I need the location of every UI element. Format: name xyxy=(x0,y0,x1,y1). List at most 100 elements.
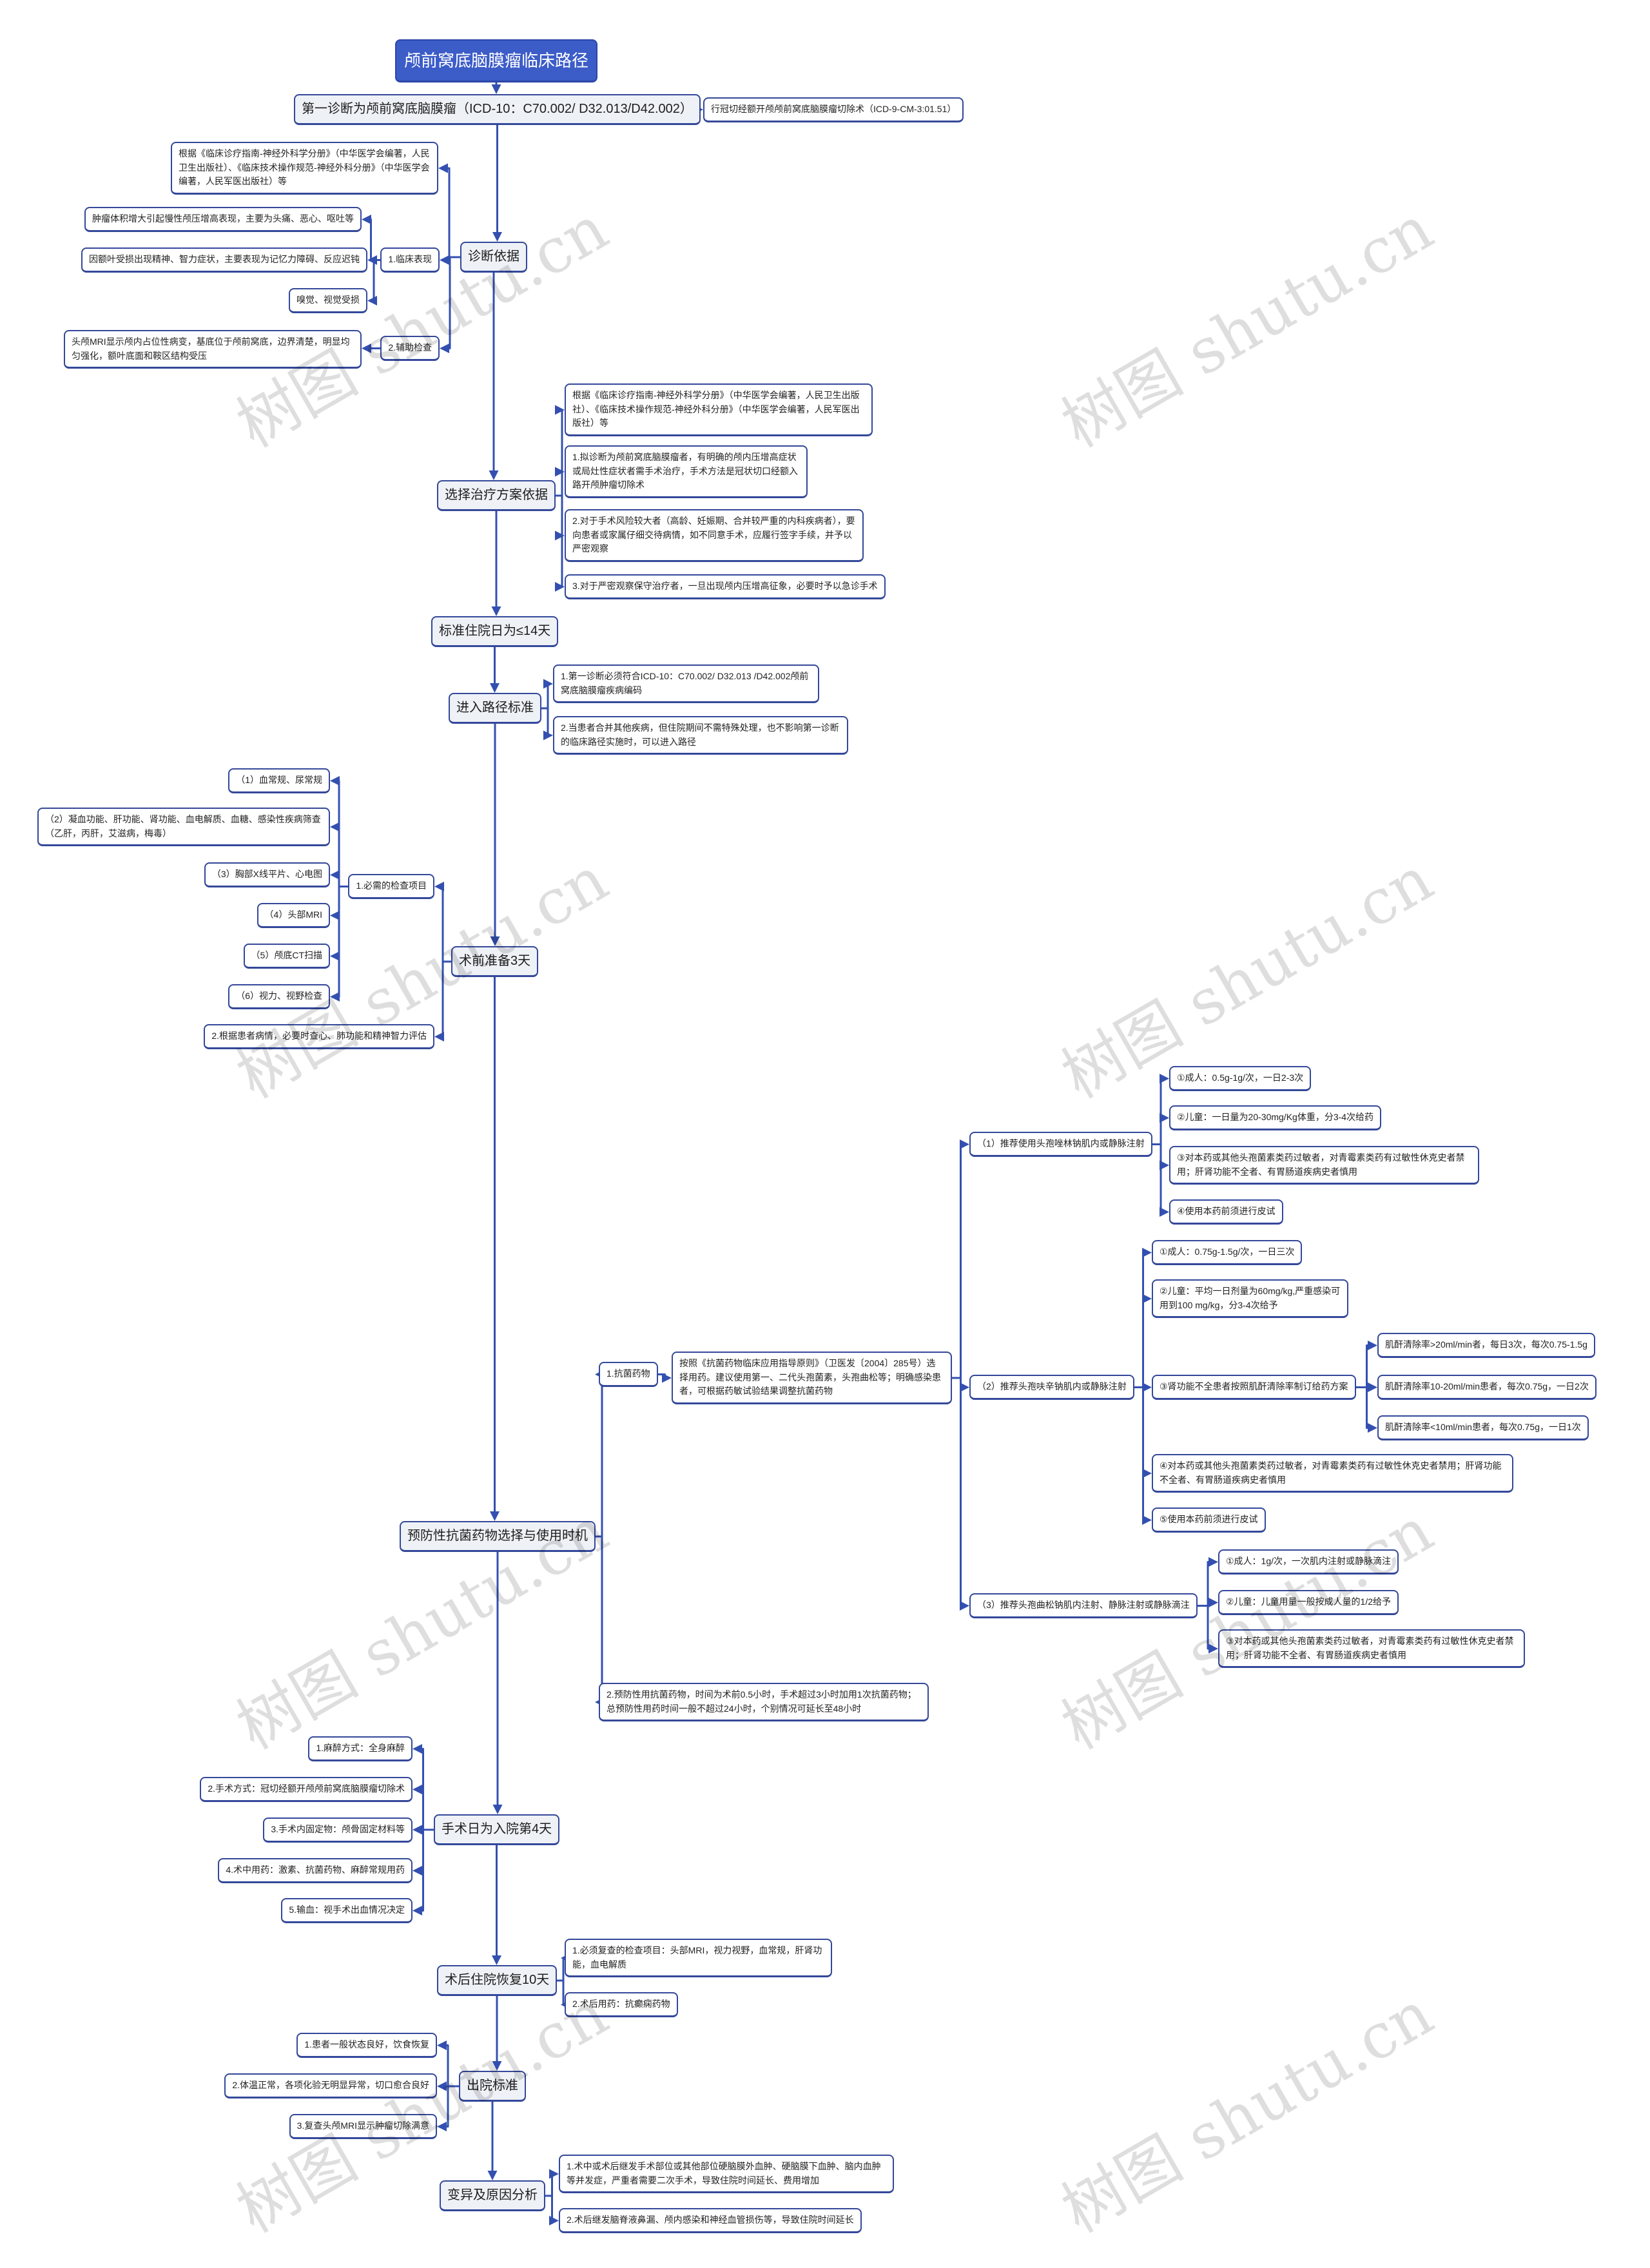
connector-arrow xyxy=(330,886,348,1002)
ceftriaxone-item[interactable]: ③对本药或其他头孢菌素类药过敏者，对青霉素类药有过敏性休克史者禁用；肝肾功能不全… xyxy=(1218,1629,1525,1669)
variation-item[interactable]: 2.术后继发脑脊液鼻漏、颅内感染和神经血管损伤等，导致住院时间延长 xyxy=(559,2208,862,2233)
auxiliary-exam-node[interactable]: 2.辅助检查 xyxy=(380,336,440,361)
diagnosis-reference-node[interactable]: 根据《临床诊疗指南-神经外科学分册》（中华医学会编著，人民卫生出版社）、《临床技… xyxy=(171,142,438,195)
surgery-item[interactable]: 4.术中用药：激素、抗菌药物、麻醉常规用药 xyxy=(218,1858,412,1883)
treatment-basis-item[interactable]: 根据《临床诊疗指南-神经外科学分册》（中华医学会编著，人民卫生出版社）、《临床技… xyxy=(565,383,873,437)
variation-node[interactable]: 变异及原因分析 xyxy=(440,2180,545,2211)
cefuroxime-item[interactable]: ④对本药或其他头孢菌素类药过敏者，对青霉素类药有过敏性休克史者禁用；肝肾功能不全… xyxy=(1152,1454,1513,1493)
connector-arrow xyxy=(1152,1143,1169,1217)
cefuroxime-renal-node[interactable]: ③肾功能不全患者按照肌酐清除率制订给药方案 xyxy=(1152,1375,1356,1400)
surgery-day-node[interactable]: 手术日为入院第4天 xyxy=(434,1814,560,1845)
connector-arrow xyxy=(545,2195,559,2225)
connector-arrow xyxy=(412,1785,434,1831)
connector-arrow xyxy=(1198,1605,1218,1654)
antibiotic-drugs-node[interactable]: 1.抗菌药物 xyxy=(599,1362,658,1387)
surgery-item[interactable]: 5.输血：视手术出血情况决定 xyxy=(281,1898,412,1923)
cefazolin-item[interactable]: ④使用本药前须进行皮试 xyxy=(1169,1199,1283,1225)
connector-arrow xyxy=(555,494,565,592)
surgery-item[interactable]: 2.手术方式：冠切经额开颅颅前窝底脑膜瘤切除术 xyxy=(200,1777,412,1802)
clinical-sign-item[interactable]: 肿瘤体积增大引起慢性颅压增高表现，主要为头痛、恶心、呕吐等 xyxy=(84,207,362,232)
connector-arrow xyxy=(595,1370,605,1538)
antibiotic-timing-node[interactable]: 2.预防性用抗菌药物，时间为术前0.5小时，手术超过3小时加用1次抗菌药物；总预… xyxy=(599,1683,929,1722)
connector-arrow xyxy=(541,679,553,710)
renal-dose-item[interactable]: 肌酐清除率>20ml/min者，每日3次，每次0.75-1.5g xyxy=(1377,1333,1595,1358)
ceftriaxone-node[interactable]: （3）推荐头孢曲松钠肌内注射、静脉注射或静脉滴注 xyxy=(969,1593,1198,1618)
preop-node[interactable]: 术前准备3天 xyxy=(451,946,539,977)
treatment-basis-node[interactable]: 选择治疗方案依据 xyxy=(437,480,556,511)
clinical-signs-node[interactable]: 1.临床表现 xyxy=(380,247,440,273)
cefuroxime-item[interactable]: ②儿童：平均一日剂量为60mg/kg,严重感染可用到100 mg/kg，分3-4… xyxy=(1152,1279,1348,1319)
cefazolin-node[interactable]: （1）推荐使用头孢唑林钠肌内或静脉注射 xyxy=(969,1132,1152,1157)
procedure-node[interactable]: 行冠切经额开颅颅前窝底脑膜瘤切除术（ICD-9-CM-3:01.51） xyxy=(703,97,964,122)
first-diagnosis-node[interactable]: 第一诊断为颅前窝底脑膜瘤（ICD-10：C70.002/ D32.013/D42… xyxy=(294,94,701,125)
connector-arrow xyxy=(658,1373,672,1383)
connector-arrow xyxy=(330,870,348,887)
ceftriaxone-item[interactable]: ②儿童：儿童用量一般按成人量的1/2给予 xyxy=(1218,1590,1399,1615)
cefazolin-item[interactable]: ①成人：0.5g-1g/次，一日2-3次 xyxy=(1169,1066,1312,1091)
entry-criteria-node[interactable]: 进入路径标准 xyxy=(449,693,541,724)
required-exam-item[interactable]: （2）凝血功能、肝功能、肾功能、血电解质、血糖、感染性疾病筛查（乙肝，丙肝，艾滋… xyxy=(37,808,330,847)
connector-arrow xyxy=(1198,1557,1218,1607)
required-exam-item[interactable]: （1）血常规、尿常规 xyxy=(228,768,330,793)
clinical-sign-item[interactable]: 嗅觉、视觉受损 xyxy=(289,288,367,313)
variation-item[interactable]: 1.术中或术后继发手术部位或其他部位硬脑膜外血肿、硬脑膜下血肿、脑内血肿等并发症… xyxy=(559,2155,894,2194)
clinical-sign-item[interactable]: 因额叶受损出现精神、智力症状，主要表现为记忆力障碍、反应迟钝 xyxy=(81,247,367,273)
required-exam-item[interactable]: （5）颅底CT扫描 xyxy=(243,944,330,969)
connector-arrow xyxy=(541,707,553,741)
entry-criteria-item[interactable]: 1.第一诊断必须符合ICD-10：C70.002/ D32.013 /D42.0… xyxy=(553,664,819,704)
cefuroxime-node[interactable]: （2）推荐头孢呋辛钠肌内或静脉注射 xyxy=(969,1375,1134,1400)
connector-arrow xyxy=(545,2169,559,2197)
optional-exam-node[interactable]: 2.根据患者病情，必要时查心、肺功能和精神智力评估 xyxy=(204,1024,434,1049)
connector-arrow xyxy=(1356,1386,1377,1433)
connector-arrow xyxy=(952,1377,969,1611)
connector-arrow xyxy=(952,1139,969,1379)
discharge-item[interactable]: 3.复查头颅MRI显示肿瘤切除满意 xyxy=(289,2114,437,2139)
connector-arrow xyxy=(595,1535,605,1707)
connector-arrow xyxy=(434,882,451,963)
required-exam-item[interactable]: （4）头部MRI xyxy=(257,903,330,928)
connector-arrow xyxy=(437,2040,459,2088)
connector-arrow xyxy=(555,467,565,497)
required-exam-item[interactable]: （6）视力、视野检查 xyxy=(228,984,330,1009)
antibiotics-node[interactable]: 预防性抗菌药物选择与使用时机 xyxy=(400,1521,596,1552)
connector-arrow xyxy=(434,960,451,1042)
connector-arrow xyxy=(1134,1386,1152,1525)
discharge-item[interactable]: 2.体温正常，各项化验无明显异常，切口愈合良好 xyxy=(224,2073,437,2098)
connector-arrow xyxy=(1152,1113,1169,1145)
connector-arrow xyxy=(557,1953,570,1982)
connector-arrow xyxy=(557,1979,570,2010)
cefuroxime-item[interactable]: ⑤使用本药前须进行皮试 xyxy=(1152,1507,1266,1533)
discharge-criteria-node[interactable]: 出院标准 xyxy=(459,2071,526,2102)
diagnosis-basis-node[interactable]: 诊断依据 xyxy=(460,242,527,273)
postop-node[interactable]: 术后住院恢复10天 xyxy=(437,1965,558,1996)
renal-dose-item[interactable]: 肌酐清除率<10ml/min患者，每次0.75g，一日1次 xyxy=(1377,1415,1589,1440)
surgery-item[interactable]: 3.手术内固定物：颅骨固定材料等 xyxy=(263,1817,412,1843)
surgery-item[interactable]: 1.麻醉方式：全身麻醉 xyxy=(308,1736,412,1761)
entry-criteria-item[interactable]: 2.当患者合并其他疾病，但住院期间不需特殊处理，也不影响第一诊断的临床路径实施时… xyxy=(553,716,848,755)
renal-dose-item[interactable]: 肌酐清除率10-20ml/min患者，每次0.75g，一日2次 xyxy=(1377,1375,1597,1400)
connector-arrow xyxy=(437,2085,459,2131)
postop-item[interactable]: 1.必须复查的检查项目：头部MRI，视力视野，血常规，肝肾功能，血电解质 xyxy=(565,1939,832,1978)
cefazolin-item[interactable]: ②儿童：一日量为20-30mg/Kg体重，分3-4次给药 xyxy=(1169,1105,1382,1130)
connector-arrow xyxy=(438,163,460,258)
standard-stay-node[interactable]: 标准住院日为≤14天 xyxy=(431,616,559,647)
ceftriaxone-item[interactable]: ①成人：1g/次，一次肌内注射或静脉滴注 xyxy=(1218,1549,1399,1575)
connector-arrow xyxy=(440,256,460,353)
cefuroxime-item[interactable]: ①成人：0.75g-1.5g/次，一日三次 xyxy=(1152,1240,1303,1265)
required-exams-node[interactable]: 1.必需的检查项目 xyxy=(348,874,434,899)
required-exam-item[interactable]: （3）胸部X线平片、心电图 xyxy=(204,862,330,887)
root-title-node[interactable]: 颅前窝底脑膜瘤临床路径 xyxy=(395,39,598,83)
connector-arrow xyxy=(1134,1294,1152,1388)
discharge-item[interactable]: 1.患者一般状态良好，饮食恢复 xyxy=(296,2033,437,2058)
auxiliary-exam-item[interactable]: 头颅MRI显示颅内占位性病变，基底位于颅前窝底，边界清楚，明显均匀强化，额叶底面… xyxy=(64,330,362,369)
connector-arrow xyxy=(412,1828,434,1915)
treatment-basis-item[interactable]: 2.对于手术风险较大者（高龄、妊娠期、合并较严重的内科疾病者），要向患者或家属仔… xyxy=(565,509,864,563)
antibiotic-guideline-node[interactable]: 按照《抗菌药物临床应用指导原则》（卫医发〔2004〕285号）选择用药。建议使用… xyxy=(672,1352,952,1405)
treatment-basis-item[interactable]: 1.拟诊断为颅前窝底脑膜瘤者，有明确的颅内压增高症状或局灶性症状者需手术治疗，手… xyxy=(565,445,808,499)
postop-item[interactable]: 2.术后用药：抗癫痫药物 xyxy=(565,1992,678,2017)
treatment-basis-item[interactable]: 3.对于严密观察保守治疗者，一旦出现颅内压增高征象，必要时予以急诊手术 xyxy=(565,574,886,599)
connector-arrow xyxy=(1356,1341,1377,1388)
cefazolin-item[interactable]: ③对本药或其他头孢菌素类药过敏者，对青霉素类药有过敏性休克史者禁用；肝肾功能不全… xyxy=(1169,1146,1479,1185)
